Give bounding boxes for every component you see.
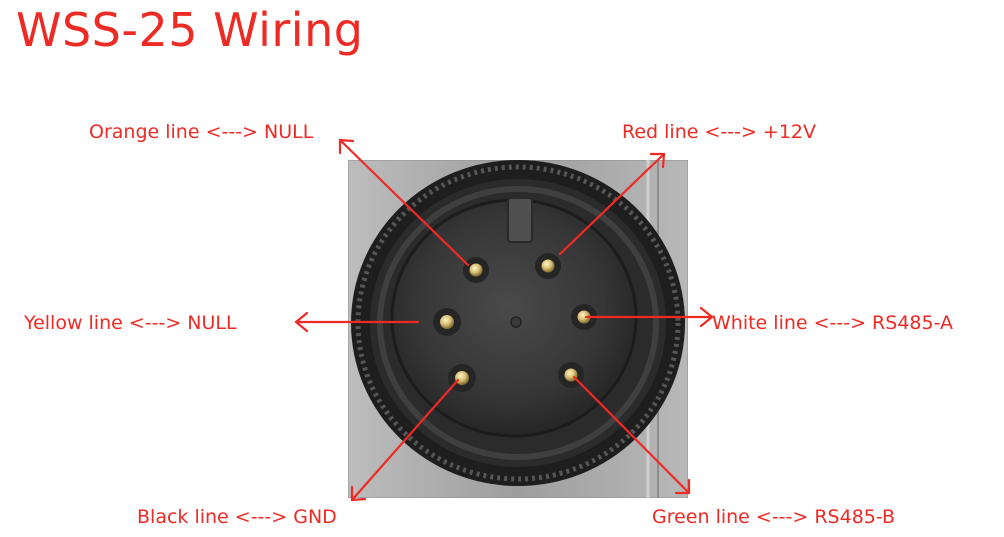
pin-orange (469, 263, 483, 277)
pin-red (541, 259, 555, 273)
label-red-line: Red line <---> +12V (622, 121, 817, 143)
label-yellow-line: Yellow line <---> NULL (24, 312, 237, 334)
connector-key (507, 197, 533, 243)
label-black-line: Black line <---> GND (137, 506, 337, 528)
label-green-line: Green line <---> RS485-B (652, 506, 896, 528)
pin-black (455, 371, 469, 385)
page-title: WSS-25 Wiring (16, 3, 364, 57)
pin-green (564, 368, 578, 382)
pin-yellow (440, 315, 454, 329)
label-orange-line: Orange line <---> NULL (89, 121, 314, 143)
connector-photo (348, 160, 688, 498)
label-white-line: White line <---> RS485-A (712, 312, 954, 334)
connector-pins (433, 253, 597, 392)
pin-white (577, 310, 591, 324)
